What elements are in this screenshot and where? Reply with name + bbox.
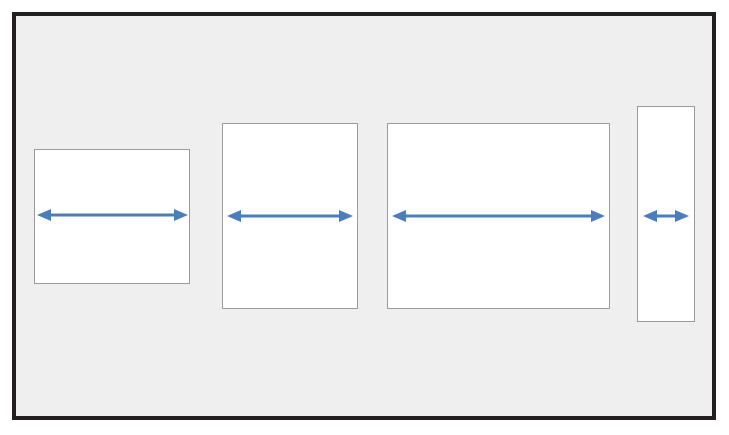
rectangle-4[interactable] (637, 106, 695, 322)
double-arrow-3[interactable] (392, 209, 605, 223)
arrow-head-left-icon (392, 210, 406, 222)
arrow-head-right-icon (174, 209, 188, 221)
double-arrow-2[interactable] (227, 209, 353, 223)
arrow-head-left-icon (37, 209, 51, 221)
arrow-head-right-icon (591, 210, 605, 222)
arrow-head-left-icon (227, 210, 241, 222)
double-arrow-1[interactable] (37, 208, 188, 222)
arrow-head-right-icon (675, 210, 689, 222)
double-arrow-4[interactable] (643, 209, 689, 223)
arrow-head-right-icon (339, 210, 353, 222)
arrow-head-left-icon (643, 210, 657, 222)
